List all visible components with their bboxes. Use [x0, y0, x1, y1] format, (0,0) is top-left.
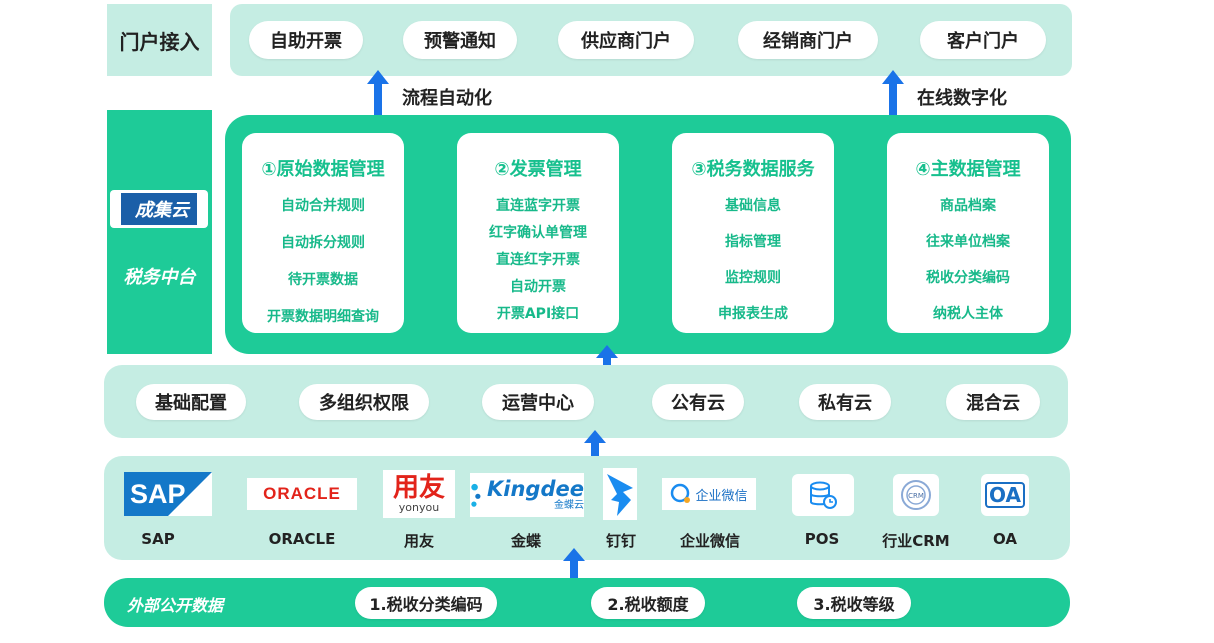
kingdee-logo[interactable]: Kingdee 金蝶云 [470, 473, 584, 517]
external-side-label: 外部公开数据 [127, 596, 224, 615]
arrow-up-icon [882, 70, 904, 122]
dingtalk-logo[interactable] [603, 468, 637, 520]
external-pill-tax-code[interactable]: 1.税收分类编码 [355, 587, 497, 619]
arrow-up-icon [563, 548, 585, 584]
config-pill-org-permission[interactable]: 多组织权限 [299, 384, 429, 420]
portal-pill-customer[interactable]: 客户门户 [920, 21, 1046, 59]
system-label-wecom: 企业微信 [679, 532, 740, 550]
sap-logo-icon: SAP [124, 472, 212, 516]
system-label-oracle: ORACLE [268, 530, 336, 548]
wecom-icon [671, 483, 691, 503]
wecom-logo[interactable]: 企业微信 [662, 478, 756, 510]
database-clock-icon [810, 481, 837, 509]
portal-pill-supplier[interactable]: 供应商门户 [558, 21, 694, 59]
brand-logo: 成集云 [110, 190, 208, 228]
card-raw-data[interactable]: ①原始数据管理 自动合并规则 自动拆分规则 待开票数据 开票数据明细查询 [242, 133, 404, 333]
system-label-crm: 行业CRM [882, 532, 950, 550]
external-pill-tax-amount[interactable]: 2.税收额度 [591, 587, 705, 619]
config-pill-basic[interactable]: 基础配置 [136, 384, 246, 420]
pos-logo[interactable] [792, 474, 854, 516]
dingtalk-icon [607, 474, 633, 516]
card-invoice[interactable]: ②发票管理 直连蓝字开票 红字确认单管理 直连红字开票 自动开票 开票API接口 [457, 133, 619, 333]
svg-text:SAP: SAP [130, 479, 186, 509]
system-label-sap: SAP [141, 530, 175, 548]
portal-pill-dealer[interactable]: 经销商门户 [738, 21, 878, 59]
kingdee-dots-icon [471, 483, 481, 507]
tax-platform-side [107, 110, 212, 354]
crm-logo[interactable]: CRM [893, 474, 939, 516]
portal-pill-self-invoice[interactable]: 自助开票 [249, 21, 363, 59]
system-label-dingtalk: 钉钉 [605, 532, 636, 550]
sap-logo[interactable]: SAP [124, 472, 212, 516]
arrow-up-icon [367, 70, 389, 122]
portal-pill-alert[interactable]: 预警通知 [403, 21, 517, 59]
system-label-oa: OA [993, 530, 1017, 548]
config-pill-operation[interactable]: 运营中心 [482, 384, 594, 420]
portal-side-label: 门户接入 [107, 4, 212, 76]
card-master-data[interactable]: ④主数据管理 商品档案 往来单位档案 税收分类编码 纳税人主体 [887, 133, 1049, 333]
process-automation-label: 流程自动化 [402, 88, 492, 109]
crm-icon: CRM [901, 480, 931, 510]
config-pill-public-cloud[interactable]: 公有云 [652, 384, 744, 420]
external-pill-tax-level[interactable]: 3.税收等级 [797, 587, 911, 619]
svg-text:CRM: CRM [908, 492, 924, 500]
system-label-kingdee: 金蝶 [510, 532, 541, 550]
online-digital-label: 在线数字化 [917, 88, 1007, 109]
system-label-yonyou: 用友 [403, 532, 434, 550]
card-tax-data[interactable]: ③税务数据服务 基础信息 指标管理 监控规则 申报表生成 [672, 133, 834, 333]
external-row [104, 578, 1070, 627]
oracle-logo[interactable]: ORACLE [247, 478, 357, 510]
config-pill-private-cloud[interactable]: 私有云 [799, 384, 891, 420]
system-label-pos: POS [804, 530, 840, 548]
oa-logo[interactable]: OA [981, 474, 1029, 516]
tax-platform-label: 税务中台 [123, 267, 196, 288]
arrow-up-icon [596, 345, 618, 381]
yonyou-logo[interactable]: 用友 yonyou [383, 470, 455, 518]
config-pill-hybrid-cloud[interactable]: 混合云 [946, 384, 1040, 420]
arrow-up-icon [584, 430, 606, 464]
